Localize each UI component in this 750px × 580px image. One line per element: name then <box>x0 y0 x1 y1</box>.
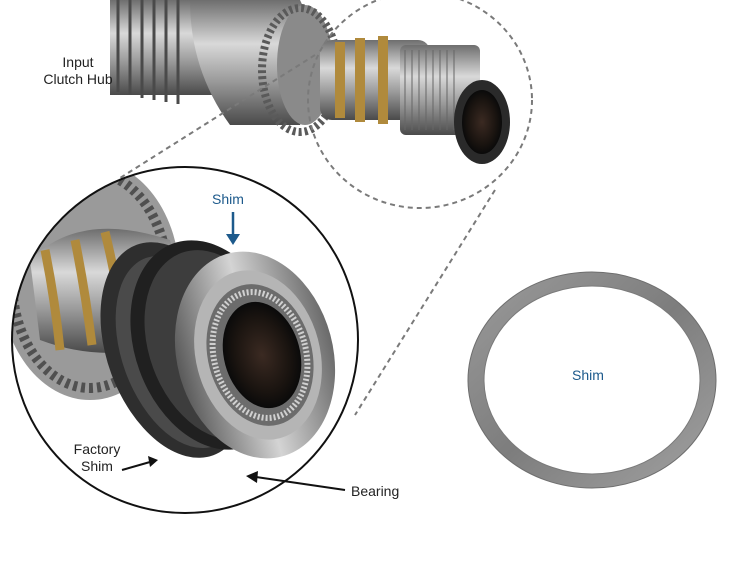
label-factory-shim-line2: Shim <box>81 458 113 474</box>
callout-arrows <box>121 212 346 491</box>
label-shim-callout: Shim <box>212 191 244 207</box>
input-clutch-hub-image <box>110 0 510 164</box>
bearing-callout-arrow <box>255 476 346 491</box>
label-shim-part: Shim <box>572 367 604 383</box>
magnifier-dashed-circle <box>307 0 533 209</box>
label-bearing: Bearing <box>351 483 400 499</box>
label-input-clutch-hub: Input Clutch Hub <box>37 54 119 88</box>
zoomed-bearing-view <box>11 166 359 514</box>
label-input-clutch-hub-line1: Input <box>62 54 94 70</box>
projection-line-right <box>354 189 496 416</box>
label-input-clutch-hub-line2: Clutch Hub <box>43 71 113 87</box>
projection-line-left <box>119 54 316 179</box>
label-factory-shim: Factory Shim <box>60 441 134 475</box>
shim-part-image <box>467 271 717 489</box>
label-factory-shim-line1: Factory <box>73 441 121 457</box>
factory-shim-callout-arrow <box>121 461 151 471</box>
